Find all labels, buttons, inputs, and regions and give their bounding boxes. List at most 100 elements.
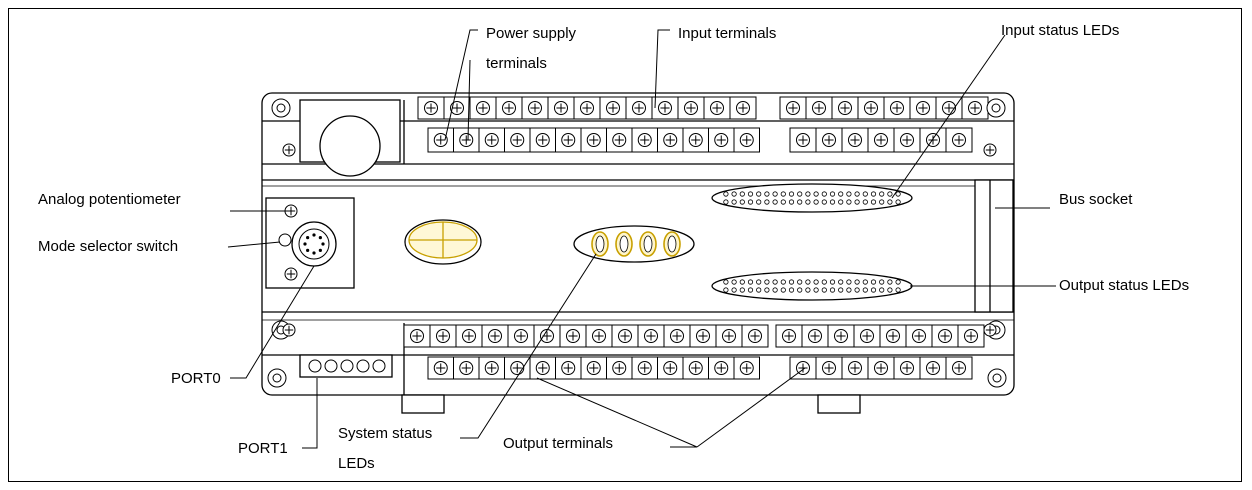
screw-icon — [462, 329, 476, 343]
port1-label: PORT1 — [238, 440, 288, 457]
screw-icon — [561, 361, 576, 375]
status-led — [772, 199, 778, 205]
status-led — [756, 199, 762, 205]
screw-icon — [510, 133, 525, 147]
status-led — [846, 279, 852, 285]
status-led — [797, 287, 803, 293]
screw-icon — [848, 133, 862, 147]
screw-icon — [886, 329, 900, 343]
screw-icon — [739, 361, 754, 375]
status-led — [780, 199, 786, 205]
screw-icon — [670, 329, 684, 343]
screw-icon — [484, 361, 499, 375]
status-led — [854, 279, 860, 285]
status-led — [764, 287, 770, 293]
screw-icon — [502, 101, 516, 115]
status-led — [895, 279, 901, 285]
status-led — [838, 287, 844, 293]
status-led — [870, 287, 877, 293]
status-led — [731, 199, 737, 205]
terminal — [733, 127, 760, 153]
mounting-hole-icon — [271, 98, 291, 118]
status-led — [879, 279, 885, 285]
mode-selector-switch-icon — [278, 233, 292, 247]
status-led — [846, 199, 852, 205]
status-led — [788, 191, 795, 197]
screw-icon — [592, 329, 606, 343]
status-led — [862, 287, 868, 293]
screw-icon — [459, 361, 474, 375]
port1-leader-line — [302, 378, 318, 449]
status-led — [764, 191, 770, 197]
status-led — [887, 199, 893, 205]
screw-icon — [822, 133, 836, 147]
status-led — [788, 287, 795, 293]
status-led — [895, 191, 901, 197]
screw-icon — [424, 101, 438, 115]
mounting-tab — [817, 394, 861, 414]
status-led — [838, 199, 844, 205]
screw-icon — [968, 101, 982, 115]
status-led — [788, 199, 795, 205]
screw-icon — [658, 101, 672, 115]
power-supply-leader-line-2 — [467, 59, 471, 141]
status-led — [821, 287, 827, 293]
port1-pin — [324, 359, 338, 373]
status-led — [862, 199, 868, 205]
status-led — [838, 279, 844, 285]
screw-icon — [796, 133, 810, 147]
status-led — [747, 279, 754, 285]
status-led — [870, 199, 877, 205]
screw-icon — [714, 133, 729, 147]
screw-icon — [644, 329, 658, 343]
screw-icon — [938, 329, 952, 343]
screw-icon — [566, 329, 580, 343]
screw-icon — [450, 101, 464, 115]
status-led — [879, 199, 885, 205]
port1-pin — [340, 359, 354, 373]
screw-icon — [535, 133, 550, 147]
screw-icon — [952, 133, 966, 147]
screw-icon — [476, 101, 490, 115]
screw-icon — [874, 133, 888, 147]
screw-icon — [612, 133, 627, 147]
screw-icon — [586, 361, 601, 375]
status-led — [731, 279, 737, 285]
status-led — [731, 191, 737, 197]
screw-icon — [637, 361, 652, 375]
screw-icon — [488, 329, 502, 343]
screw-icon — [848, 361, 862, 375]
screw-icon — [528, 101, 542, 115]
port0-leader-line — [230, 265, 315, 379]
screw-icon — [822, 361, 836, 375]
output-terminals-label: Output terminals — [503, 435, 614, 452]
screw-icon — [860, 329, 874, 343]
terminal — [529, 127, 556, 153]
screw-icon — [688, 361, 703, 375]
screw-icon — [459, 133, 474, 147]
screw-icon — [433, 133, 448, 147]
screw-icon — [739, 133, 754, 147]
status-led — [731, 287, 737, 293]
status-led — [829, 287, 836, 293]
power-supply-terminals-label-line2: terminals — [486, 55, 547, 72]
output-status-led-array — [711, 271, 913, 301]
screw-icon — [890, 101, 904, 115]
mounting-hole-icon — [267, 368, 287, 388]
input-status-leds-label: Input status LEDs — [1001, 22, 1120, 39]
screw-icon — [540, 329, 554, 343]
analog-potentiometer-icon — [284, 204, 298, 218]
status-led — [797, 199, 803, 205]
mounting-tab — [401, 394, 445, 414]
power-supply-terminals-label: Power supply — [486, 25, 577, 42]
bus-socket-panel — [974, 179, 1014, 313]
system-status-leds-label: System status — [338, 425, 433, 442]
screw-icon — [618, 329, 632, 343]
status-led — [780, 287, 786, 293]
status-led — [723, 279, 729, 285]
output-terminals-leader-line-2 — [696, 367, 806, 448]
port0-connector-icon — [291, 221, 337, 267]
mode-selector-switch-leader-line — [227, 241, 281, 248]
screw-icon — [942, 101, 956, 115]
